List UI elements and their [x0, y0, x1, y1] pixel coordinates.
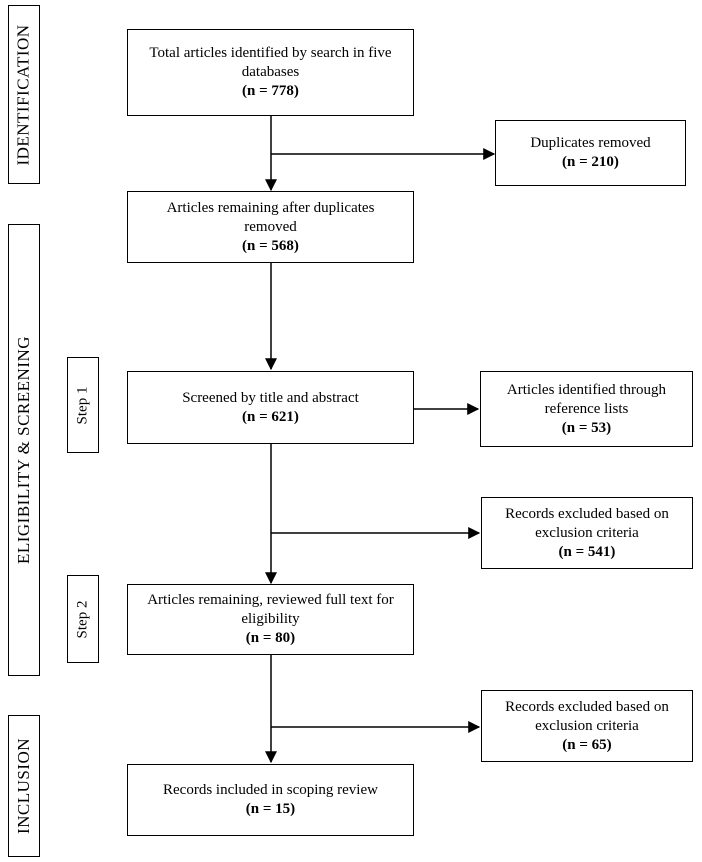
box-duplicates-count: (n = 210)	[562, 154, 619, 170]
step-1: Step 1	[67, 357, 99, 453]
box-excluded1-count: (n = 541)	[558, 543, 616, 560]
step-2: Step 2	[67, 575, 99, 663]
box-reference-lists-count: (n = 53)	[561, 419, 612, 436]
box-excluded2: Records excluded based on exclusion crit…	[481, 690, 693, 762]
box-full-text-count: (n = 80)	[245, 630, 296, 646]
box-excluded1: Records excluded based on exclusion crit…	[481, 497, 693, 569]
stage-inclusion: INCLUSION	[8, 715, 40, 857]
box-reference-lists: Articles identified through reference li…	[480, 371, 693, 447]
box-screened-text: Screened by title and abstract	[182, 389, 359, 406]
box-included-count: (n = 15)	[245, 801, 296, 817]
box-identified: Total articles identified by search in f…	[127, 29, 414, 116]
box-full-text-text: Articles remaining, reviewed full text f…	[147, 592, 394, 627]
box-full-text: Articles remaining, reviewed full text f…	[127, 584, 414, 655]
box-reference-lists-text: Articles identified through reference li…	[506, 381, 667, 417]
box-included-text: Records included in scoping review	[163, 782, 378, 798]
stage-identification: IDENTIFICATION	[8, 5, 40, 184]
box-after-duplicates-text: Articles remaining after duplicates remo…	[166, 199, 375, 235]
box-identified-text: Total articles identified by search in f…	[149, 45, 392, 80]
box-screened-count: (n = 621)	[242, 408, 299, 425]
box-duplicates-text: Duplicates removed	[530, 135, 651, 151]
box-after-duplicates: Articles remaining after duplicates remo…	[127, 191, 414, 263]
box-after-duplicates-count: (n = 568)	[242, 237, 299, 254]
box-included: Records included in scoping review (n = …	[127, 764, 414, 836]
box-screened: Screened by title and abstract (n = 621)	[127, 371, 414, 444]
box-excluded2-count: (n = 65)	[562, 736, 612, 753]
box-excluded2-text: Records excluded based on exclusion crit…	[505, 698, 669, 734]
box-duplicates: Duplicates removed (n = 210)	[495, 120, 686, 186]
stage-eligibility-screening: ELIGIBILITY & SCREENING	[8, 224, 40, 676]
box-identified-count: (n = 778)	[242, 83, 299, 99]
box-excluded1-text: Records excluded based on exclusion crit…	[505, 505, 669, 541]
